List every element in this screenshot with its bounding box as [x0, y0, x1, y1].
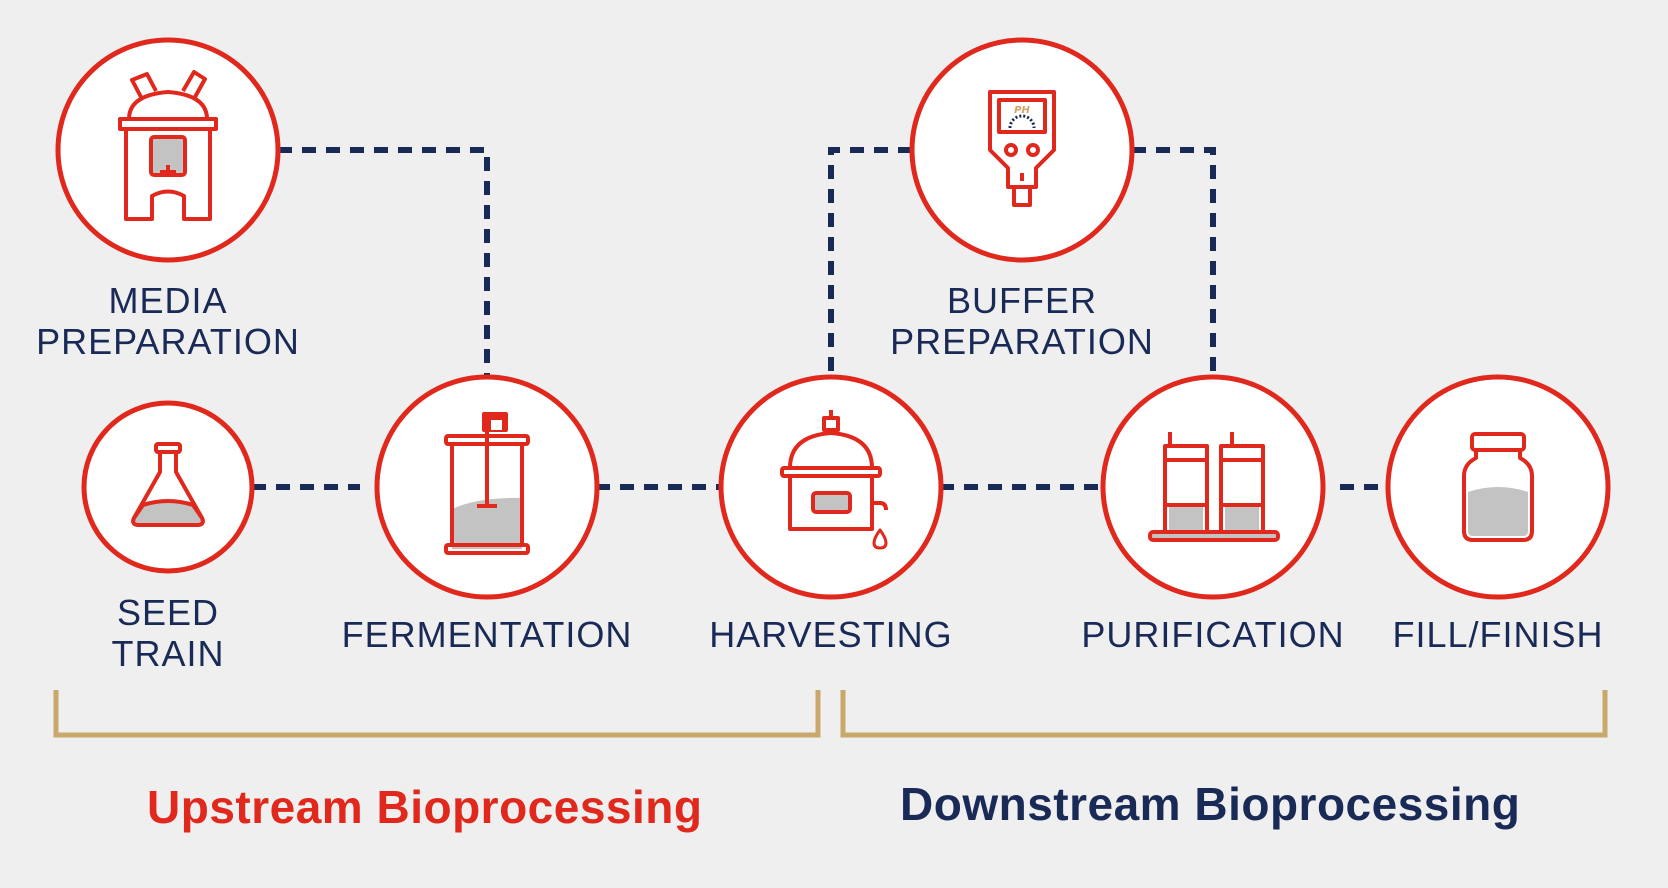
upstream-bracket — [53, 690, 821, 738]
buffer-preparation-circle — [909, 37, 1135, 263]
svg-text:PH: PH — [1014, 105, 1030, 116]
seed-train-circle — [81, 400, 255, 574]
fermentation-label: FERMENTATION — [341, 614, 633, 655]
purification-label: PURIFICATION — [1081, 614, 1345, 655]
fillfinish-label: FILL/FINISH — [1392, 614, 1604, 655]
buffer-preparation-line1: BUFFER — [947, 280, 1097, 321]
downstream-bracket — [840, 690, 1608, 738]
purification-circle — [1100, 374, 1326, 600]
upstream-section-title: Upstream Bioprocessing — [147, 781, 703, 833]
media-preparation-line1: MEDIA — [108, 280, 228, 321]
seed-train-line2: TRAIN — [111, 633, 225, 674]
flask-icon — [131, 442, 205, 527]
bioreactor-icon — [444, 412, 530, 555]
connector-buffer-to-harvesting — [828, 147, 912, 380]
connector-media-to-fermentation — [278, 147, 490, 380]
harvest-vessel-icon — [780, 410, 888, 550]
seed-train-line1: SEED — [116, 592, 220, 633]
vial-icon — [1462, 432, 1534, 542]
media-preparation-label: MEDIA PREPARATION — [18, 280, 318, 362]
media-tank-icon — [118, 70, 218, 221]
harvesting-label: HARVESTING — [709, 614, 953, 655]
connectors — [252, 147, 1388, 490]
media-preparation-line2: PREPARATION — [36, 321, 300, 362]
buffer-preparation-label: BUFFER PREPARATION — [872, 280, 1172, 362]
chromatography-columns-icon — [1148, 432, 1280, 542]
ph-meter-icon: PH — [988, 90, 1056, 207]
buffer-preparation-line2: PREPARATION — [890, 321, 1154, 362]
seed-train-label: SEED TRAIN — [68, 592, 268, 674]
section-brackets — [53, 690, 1608, 738]
connector-buffer-to-purification — [1132, 147, 1216, 380]
downstream-section-title: Downstream Bioprocessing — [900, 778, 1521, 830]
